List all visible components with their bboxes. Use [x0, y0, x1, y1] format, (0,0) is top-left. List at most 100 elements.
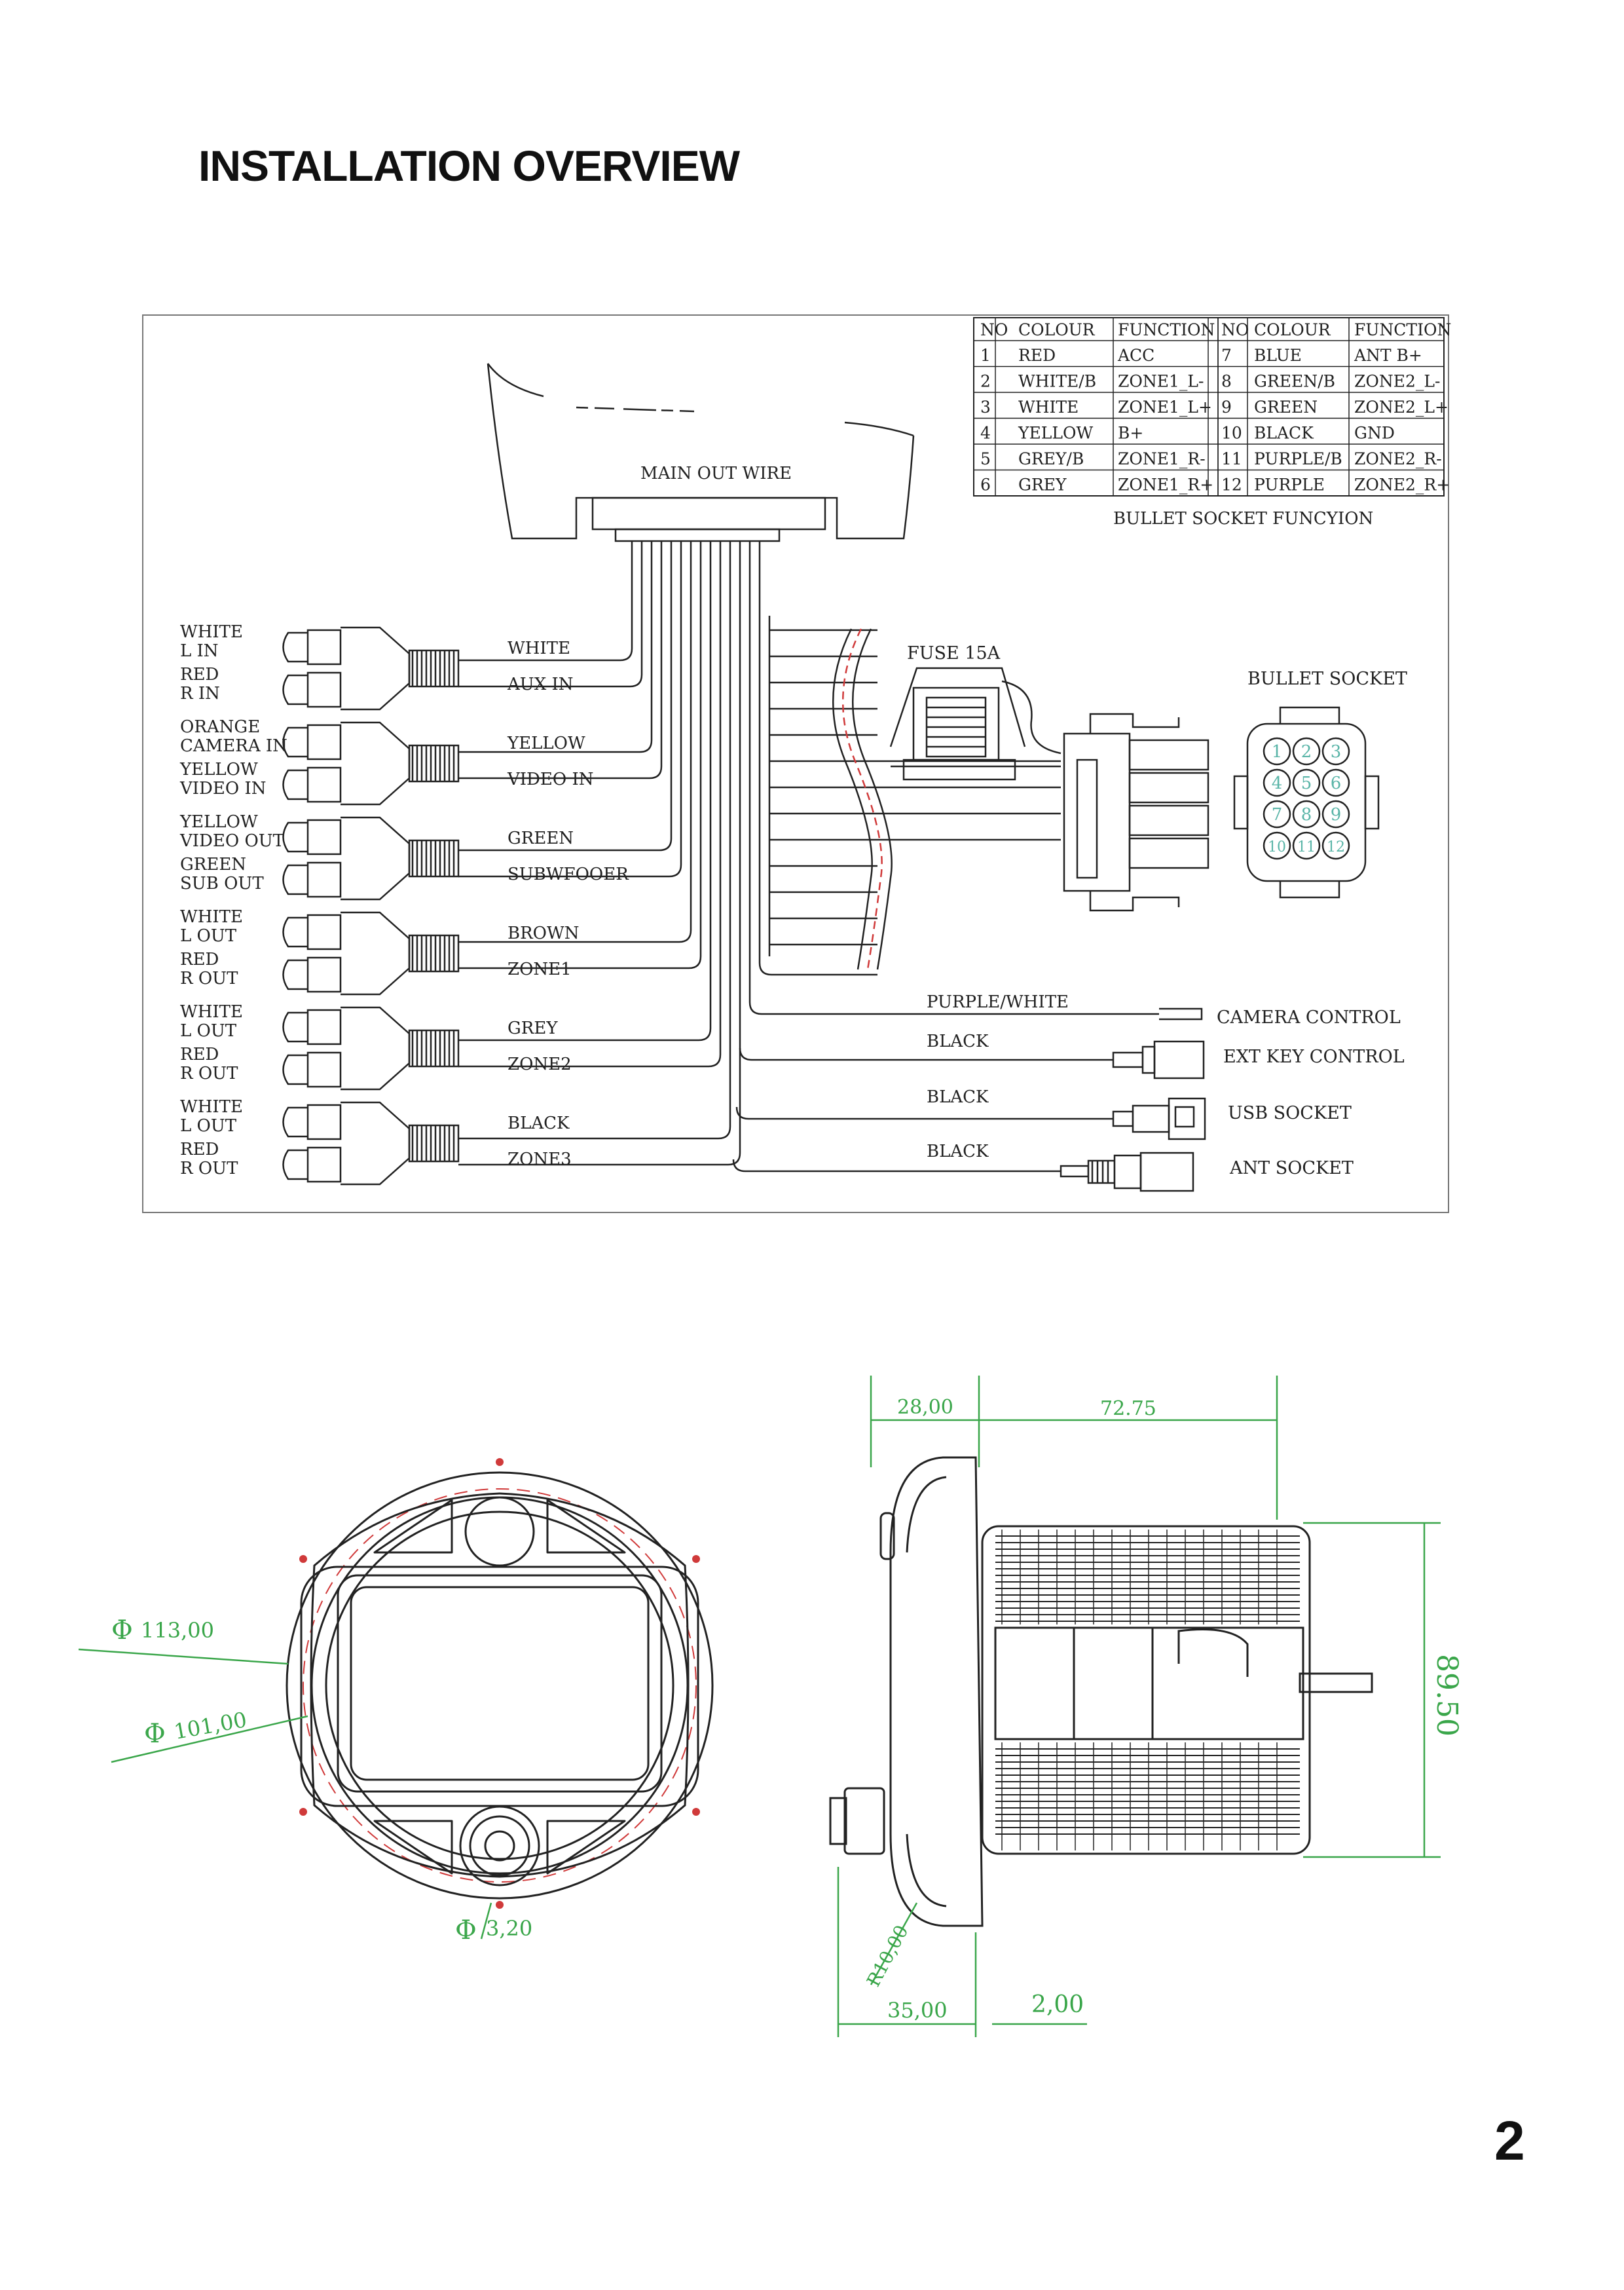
socket-pin	[1321, 737, 1350, 766]
phi-symbol: Φ	[111, 1615, 133, 1645]
rca-label: CAMERA IN	[180, 736, 287, 756]
rca-label: VIDEO OUT	[179, 831, 285, 851]
socket-pin	[1263, 800, 1291, 829]
rca-label: YELLOW	[179, 812, 258, 832]
rca-label: L OUT	[180, 1116, 237, 1136]
table-cell: ACC	[1117, 346, 1154, 365]
table-cell: ANT B+	[1354, 346, 1422, 365]
table-cell: GREY/B	[1018, 449, 1084, 468]
phi-symbol: Φ	[144, 1719, 166, 1749]
ant-connector	[1060, 1152, 1194, 1192]
ext-key-connector	[1112, 1040, 1205, 1079]
table-cell: ZONE1_L+	[1118, 398, 1212, 417]
table-cell: 1	[980, 346, 991, 365]
table-cell: YELLOW	[1018, 424, 1093, 443]
rca-wire-color: BLACK	[507, 1114, 570, 1133]
table-header: NO	[1221, 320, 1249, 339]
rca-label: ORANGE	[180, 717, 260, 737]
socket-pin	[1263, 737, 1291, 766]
socket-pin-number: 6	[1331, 774, 1342, 793]
socket-pin	[1263, 768, 1291, 797]
depth-front: 28,00	[897, 1396, 953, 1419]
table-cell: WHITE	[1018, 398, 1079, 417]
socket-pin	[1292, 831, 1321, 860]
socket-pin	[1292, 800, 1321, 829]
page-title: INSTALLATION OVERVIEW	[198, 141, 740, 190]
right-wire-color: PURPLE/WHITE	[927, 992, 1069, 1012]
right-wire-function: CAMERA CONTROL	[1217, 1007, 1401, 1028]
rca-wire-color: YELLOW	[507, 734, 585, 753]
rca-label: VIDEO IN	[179, 779, 266, 798]
rca-function: AUX IN	[507, 675, 573, 694]
fuse-label: FUSE 15A	[907, 643, 1001, 664]
table-cell: 11	[1221, 449, 1242, 468]
camera-control-lead	[1159, 1007, 1203, 1021]
table-cell: ZONE1_L-	[1118, 372, 1204, 391]
plug-connector	[1063, 713, 1209, 912]
front-dim-lines	[78, 1648, 492, 1940]
rca-label: R OUT	[180, 1159, 238, 1178]
table-cell: 4	[980, 424, 991, 443]
rca-function: ZONE2	[507, 1055, 572, 1074]
harness-wires	[768, 616, 1061, 970]
head-unit-outline	[487, 363, 915, 542]
socket-pin	[1292, 768, 1321, 797]
socket-pin-number: 2	[1301, 742, 1312, 762]
table-cell: B+	[1118, 424, 1143, 443]
bottom-right-dim: 2,00	[1031, 1991, 1084, 2018]
table-cell: 3	[980, 398, 991, 417]
rca-wire-color: BROWN	[507, 924, 579, 943]
rca-label: L OUT	[180, 926, 237, 946]
rca-label: WHITE	[180, 1002, 243, 1022]
socket-pin-number: 8	[1301, 805, 1312, 825]
right-wire-color: BLACK	[927, 1032, 989, 1051]
right-wire-function: EXT KEY CONTROL	[1223, 1047, 1405, 1067]
socket-pin	[1292, 737, 1321, 766]
socket-pin-number: 3	[1331, 742, 1342, 762]
page-number: 2	[1494, 2110, 1525, 2171]
table-cell: PURPLE	[1254, 476, 1325, 495]
bullet-socket	[1233, 706, 1380, 899]
table-cell: WHITE/B	[1018, 372, 1096, 391]
socket-pin-number: 11	[1297, 839, 1316, 855]
table-header: NO	[980, 320, 1008, 339]
socket-pin	[1321, 800, 1350, 829]
socket-pin	[1321, 831, 1350, 860]
table-cell: ZONE2_L+	[1354, 398, 1449, 417]
right-wire-color: BLACK	[927, 1087, 989, 1107]
rca-label: RED	[180, 665, 219, 685]
bullet-socket-caption: BULLET SOCKET FUNCYION	[1113, 509, 1373, 529]
height-dim: 89.50	[1430, 1654, 1464, 1736]
table-cell: 10	[1221, 424, 1242, 443]
depth-body: 72.75	[1100, 1397, 1156, 1420]
right-wire-function: USB SOCKET	[1228, 1103, 1352, 1123]
table-cell: ZONE2_R+	[1354, 476, 1450, 495]
rca-label: R OUT	[180, 969, 238, 988]
rca-label: WHITE	[180, 622, 243, 642]
table-cell: 7	[1221, 346, 1232, 365]
wire-bundle	[458, 540, 1159, 1173]
socket-pin	[1263, 831, 1291, 860]
table-cell: ZONE2_L-	[1354, 372, 1440, 391]
socket-pin-number: 4	[1272, 774, 1283, 793]
table-header: FUNCTION	[1118, 320, 1215, 339]
side-view	[829, 1456, 1373, 1927]
rca-label: RED	[180, 1045, 219, 1064]
rca-wire-color: GREEN	[507, 829, 574, 848]
table-cell: ZONE1_R+	[1118, 476, 1213, 495]
socket-pin-number: 12	[1327, 839, 1345, 855]
socket-pin-number: 1	[1272, 742, 1283, 762]
rca-label: R IN	[180, 684, 220, 704]
table-header: FUNCTION	[1354, 320, 1451, 339]
table-header: COLOUR	[1254, 320, 1331, 339]
main-out-wire-label: MAIN OUT WIRE	[640, 464, 792, 483]
mount-holes	[299, 1458, 700, 1909]
table-cell: BLACK	[1254, 424, 1314, 443]
rca-label: L OUT	[180, 1021, 237, 1041]
